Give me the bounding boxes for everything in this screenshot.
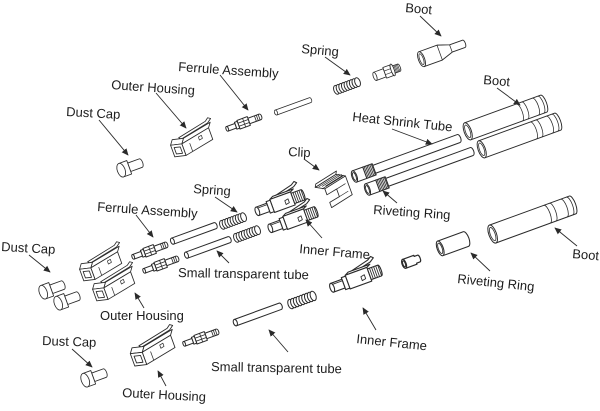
arrow-boot-right [496,87,521,106]
label-small-transparent-tube-bottom: Small transparent tube [211,359,342,376]
dust-cap-part-bottom [78,365,110,389]
arrow-ferrule-middle [135,214,154,238]
arrow-ferrule-top [219,74,249,111]
bottom-row-parts [78,194,580,389]
small-tube-part-middle-2 [183,235,233,260]
ferrule-assembly-part-middle-2 [141,253,181,277]
arrow-boot-bottom [554,227,578,247]
label-boot-right-upper: Boot [483,72,511,89]
arrow-smalltube-bottom [268,329,289,353]
outer-housing-part-top [165,116,221,160]
arrow-clip [303,158,320,171]
label-boot-top: Boot [405,0,433,17]
label-dust-cap-middle: Dust Cap [1,239,56,257]
arrow-dustcap-middle [28,254,51,273]
dust-cap-part-top [114,155,146,179]
boot-part-top [415,35,469,69]
arrow-housing-middle [134,292,145,309]
arrow-boot-top [419,15,442,37]
label-riveting-ring-upper: Riveting Ring [373,202,451,222]
ferrule-assembly-part-top [224,111,264,135]
label-riveting-ring-lower: Riveting Ring [457,271,535,294]
arrow-innerframe-bottom [362,307,377,331]
arrow-rivring-upper [382,190,398,204]
label-ferrule-assembly-middle: Ferrule Assembly [97,199,199,221]
arrow-dustcap-top [98,119,129,156]
label-small-transparent-tube-middle: Small transparent tube [178,265,309,282]
spring-part-bottom [286,289,318,311]
arrow-innerframe-middle [305,219,323,239]
label-heat-shrink-tube: Heat Shrink Tube [352,109,453,134]
arrow-spring-middle [214,196,238,213]
outer-housing-part-bottom [125,323,183,369]
label-outer-housing-bottom: Outer Housing [122,385,206,404]
label-inner-frame-bottom: Inner Frame [356,331,428,353]
crimp-body-part-top [370,60,403,84]
spring-part-middle-1 [217,211,249,231]
arrow-housing-bottom [157,370,167,387]
boot-part-bottom [485,194,580,245]
clip-part [312,168,355,211]
arrow-spring-top [324,56,351,76]
arrow-smalltube-middle [216,250,230,264]
label-dust-cap-bottom: Dust Cap [42,333,97,350]
arrow-rivring-lower [470,252,491,272]
leader-arrows [28,15,578,387]
spring-part-middle-2 [231,224,263,244]
spring-part-top [331,76,363,96]
label-spring-middle: Spring [193,181,232,199]
label-spring-top: Spring [301,41,340,59]
arrow-housing-top [155,92,187,129]
label-outer-housing-middle: Outer Housing [100,308,184,323]
riveting-ring-part [434,230,472,258]
label-ferrule-assembly-top: Ferrule Assembly [178,59,280,81]
ferrule-assembly-part-bottom [181,326,221,350]
label-inner-frame-middle: Inner Frame [299,241,371,262]
arrow-dustcap-bottom [71,348,93,368]
small-tube-part-bottom [231,301,284,327]
crimp-eyelet-part [399,253,423,270]
label-clip: Clip [288,144,311,160]
label-outer-housing-top: Outer Housing [111,77,196,98]
ferrule-assembly-part-middle-1 [130,239,170,263]
label-dust-cap-top: Dust Cap [66,104,121,122]
small-tube-part-middle-1 [169,221,219,246]
small-tube-part-top [273,96,313,116]
arrow-heatshrink [391,128,433,145]
label-boot-bottom-right: Boot [572,246,600,263]
